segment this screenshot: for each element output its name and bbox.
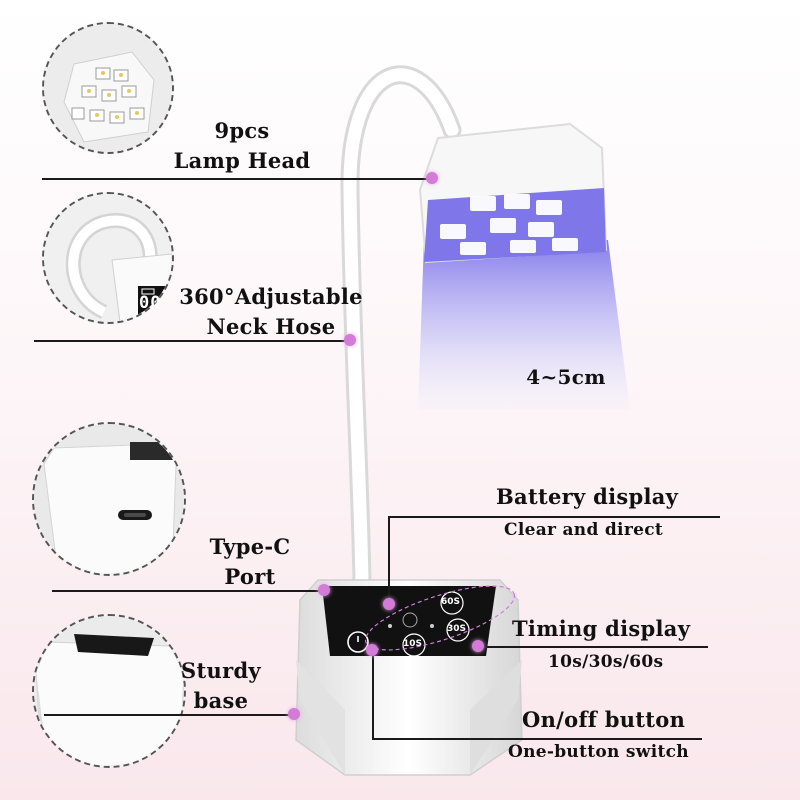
label-battery-sub: Clear and direct <box>504 520 663 540</box>
leader-line-onoff-vertical <box>372 650 374 739</box>
label-base-line2: base <box>193 688 249 713</box>
label-onoff-sub: One-button switch <box>508 742 689 762</box>
marker-dot-lamp-head <box>426 172 438 184</box>
type-c-closeup <box>34 424 184 574</box>
leader-line-base <box>44 714 294 716</box>
marker-dot-onoff <box>366 644 378 656</box>
marker-dot-neck-hose <box>344 334 356 346</box>
detail-circle-lamp-head <box>42 22 174 154</box>
label-neck-hose-line2: Neck Hose <box>206 314 336 339</box>
label-lamp-head-line1: 9pcs <box>214 118 270 143</box>
leader-line-timing <box>478 646 708 648</box>
timer-10s-button: 10S <box>403 639 423 649</box>
label-lamp-head-line2: Lamp Head <box>173 148 311 173</box>
uv-light-beam <box>418 240 630 410</box>
leader-line-lamp-head <box>42 178 432 180</box>
detail-circle-base <box>32 614 186 768</box>
control-panel <box>322 586 496 657</box>
marker-dot-timing <box>472 640 484 652</box>
label-distance: 4~5cm <box>526 365 606 389</box>
marker-dot-battery <box>383 598 395 610</box>
leader-line-battery <box>388 516 720 518</box>
label-timing-sub: 10s/30s/60s <box>548 652 664 672</box>
leader-line-onoff <box>372 738 702 740</box>
battery-digits: 00 <box>139 293 162 313</box>
lamp-head-closeup <box>44 24 172 152</box>
label-type-c-line1: Type-C <box>209 534 291 559</box>
lamp-head <box>418 122 608 264</box>
label-onoff-title: On/off button <box>522 707 686 732</box>
label-type-c-line2: Port <box>224 564 276 589</box>
detail-circle-type-c <box>32 422 186 576</box>
label-base-line1: Sturdy <box>181 658 261 683</box>
label-type-c: Type-C Port <box>190 532 310 592</box>
timer-60s-button: 60S <box>441 597 461 607</box>
label-battery-title: Battery display <box>496 484 679 509</box>
detail-circle-neck-hose <box>42 192 174 324</box>
base-closeup <box>34 616 184 766</box>
timer-30s-button: 30S <box>447 624 467 634</box>
marker-dot-base <box>288 708 300 720</box>
marker-dot-type-c <box>318 584 330 596</box>
label-neck-hose: 360°Adjustable Neck Hose <box>176 282 366 342</box>
timing-highlight-ellipse <box>364 585 516 651</box>
label-lamp-head: 9pcs Lamp Head <box>172 116 312 176</box>
leader-line-neck-hose <box>34 340 350 342</box>
label-timing-title: Timing display <box>512 616 691 641</box>
neck-hose <box>340 65 462 592</box>
leader-line-type-c <box>52 590 324 592</box>
leader-line-battery-vertical <box>388 516 390 604</box>
label-base: Sturdy base <box>166 656 276 716</box>
label-neck-hose-line1: 360°Adjustable <box>179 284 363 309</box>
neck-hose-closeup <box>44 194 172 322</box>
